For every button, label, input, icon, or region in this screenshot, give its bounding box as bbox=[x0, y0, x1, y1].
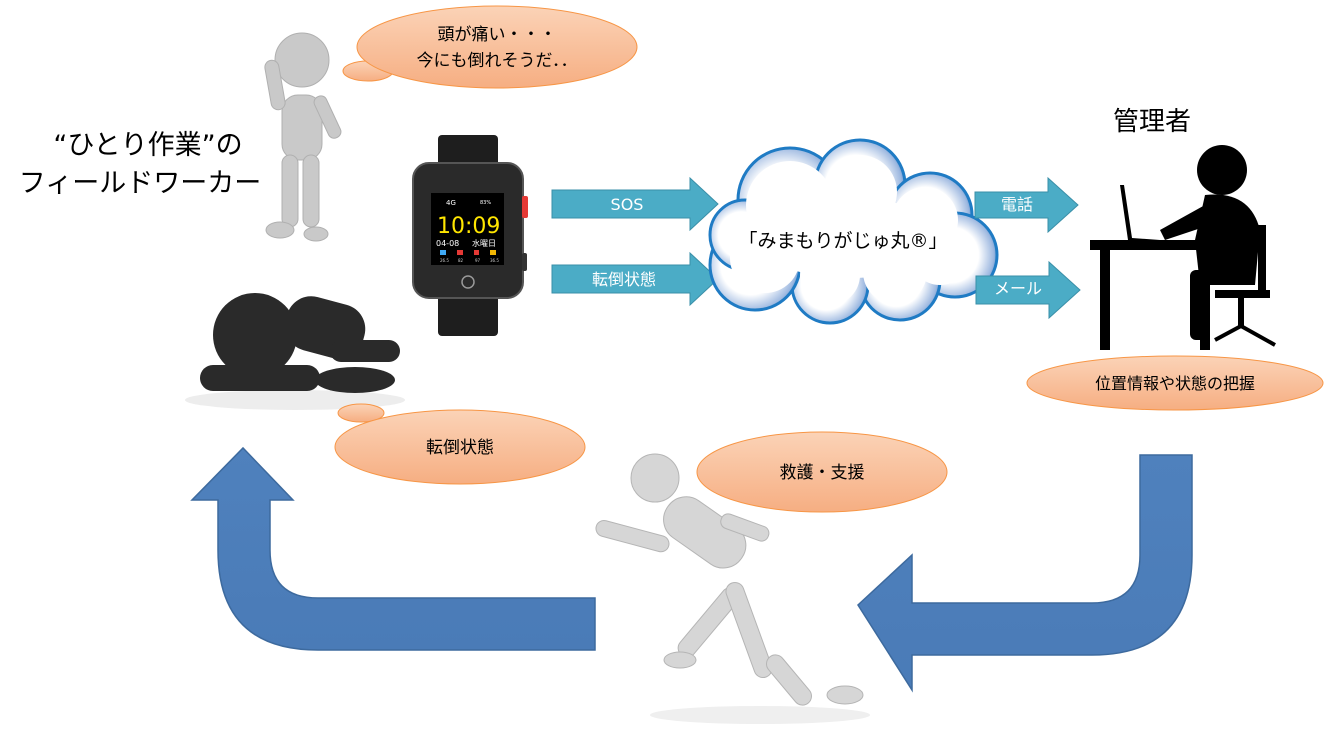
sos-label: SOS bbox=[611, 195, 644, 214]
return-arrow-left bbox=[190, 446, 596, 651]
worker-title-line-2: フィールドワーカー bbox=[19, 168, 261, 199]
thought-line-2: 今にも倒れそうだ．． bbox=[417, 51, 578, 71]
fall-status-arrow: 転倒状態 bbox=[551, 251, 719, 307]
running-rescuer-figure bbox=[595, 453, 870, 724]
fallen-bubble-label: 転倒状態 bbox=[426, 438, 494, 458]
return-arrow-right bbox=[857, 454, 1193, 693]
manager-at-desk-figure bbox=[1090, 145, 1276, 350]
thought-line-1: 頭が痛い・・・ bbox=[438, 25, 557, 45]
mail-arrow: メール bbox=[975, 260, 1081, 320]
manager-bubble-label: 位置情報や状態の把握 bbox=[1095, 374, 1255, 393]
watch-stat-steps: 26.5 bbox=[440, 258, 449, 263]
watch-time: 10:09 bbox=[437, 214, 500, 239]
watch-weekday: 水曜日 bbox=[472, 238, 496, 248]
thought-bubble-headache: 頭が痛い・・・ 今にも倒れそうだ．． bbox=[342, 5, 638, 89]
watch-stat-temperature: 36.5 bbox=[490, 258, 499, 263]
mail-label: メール bbox=[994, 279, 1042, 298]
watch-stat-heart: 82 bbox=[458, 258, 464, 263]
phone-arrow: 電話 bbox=[974, 176, 1079, 234]
watch-date: 04-08 bbox=[436, 239, 459, 248]
phone-label: 電話 bbox=[1001, 195, 1033, 214]
sos-arrow: SOS bbox=[551, 176, 719, 232]
smartwatch: 4G 83% 10:09 04-08 水曜日 26.5 82 97 36.5 bbox=[412, 135, 528, 336]
manager-title: 管理者 bbox=[1113, 107, 1191, 137]
watch-stat-oxygen: 97 bbox=[475, 258, 481, 263]
thought-bubble-fallen: 転倒状態 bbox=[334, 403, 586, 485]
rescue-bubble: 救護・支援 bbox=[696, 431, 948, 513]
fallen-worker-figure bbox=[185, 293, 405, 410]
standing-worker-figure bbox=[264, 32, 342, 242]
watch-battery: 83% bbox=[480, 200, 491, 206]
watch-network: 4G bbox=[446, 199, 456, 207]
rescue-bubble-label: 救護・支援 bbox=[780, 463, 865, 483]
cloud-service: 「みまもりがじゅ丸®」 bbox=[708, 138, 999, 325]
worker-title-line-1: “ひとり作業”の bbox=[53, 130, 242, 161]
fall-arrow-label: 転倒状態 bbox=[592, 270, 656, 289]
cloud-label: 「みまもりがじゅ丸®」 bbox=[738, 230, 947, 252]
manager-bubble: 位置情報や状態の把握 bbox=[1026, 355, 1324, 411]
